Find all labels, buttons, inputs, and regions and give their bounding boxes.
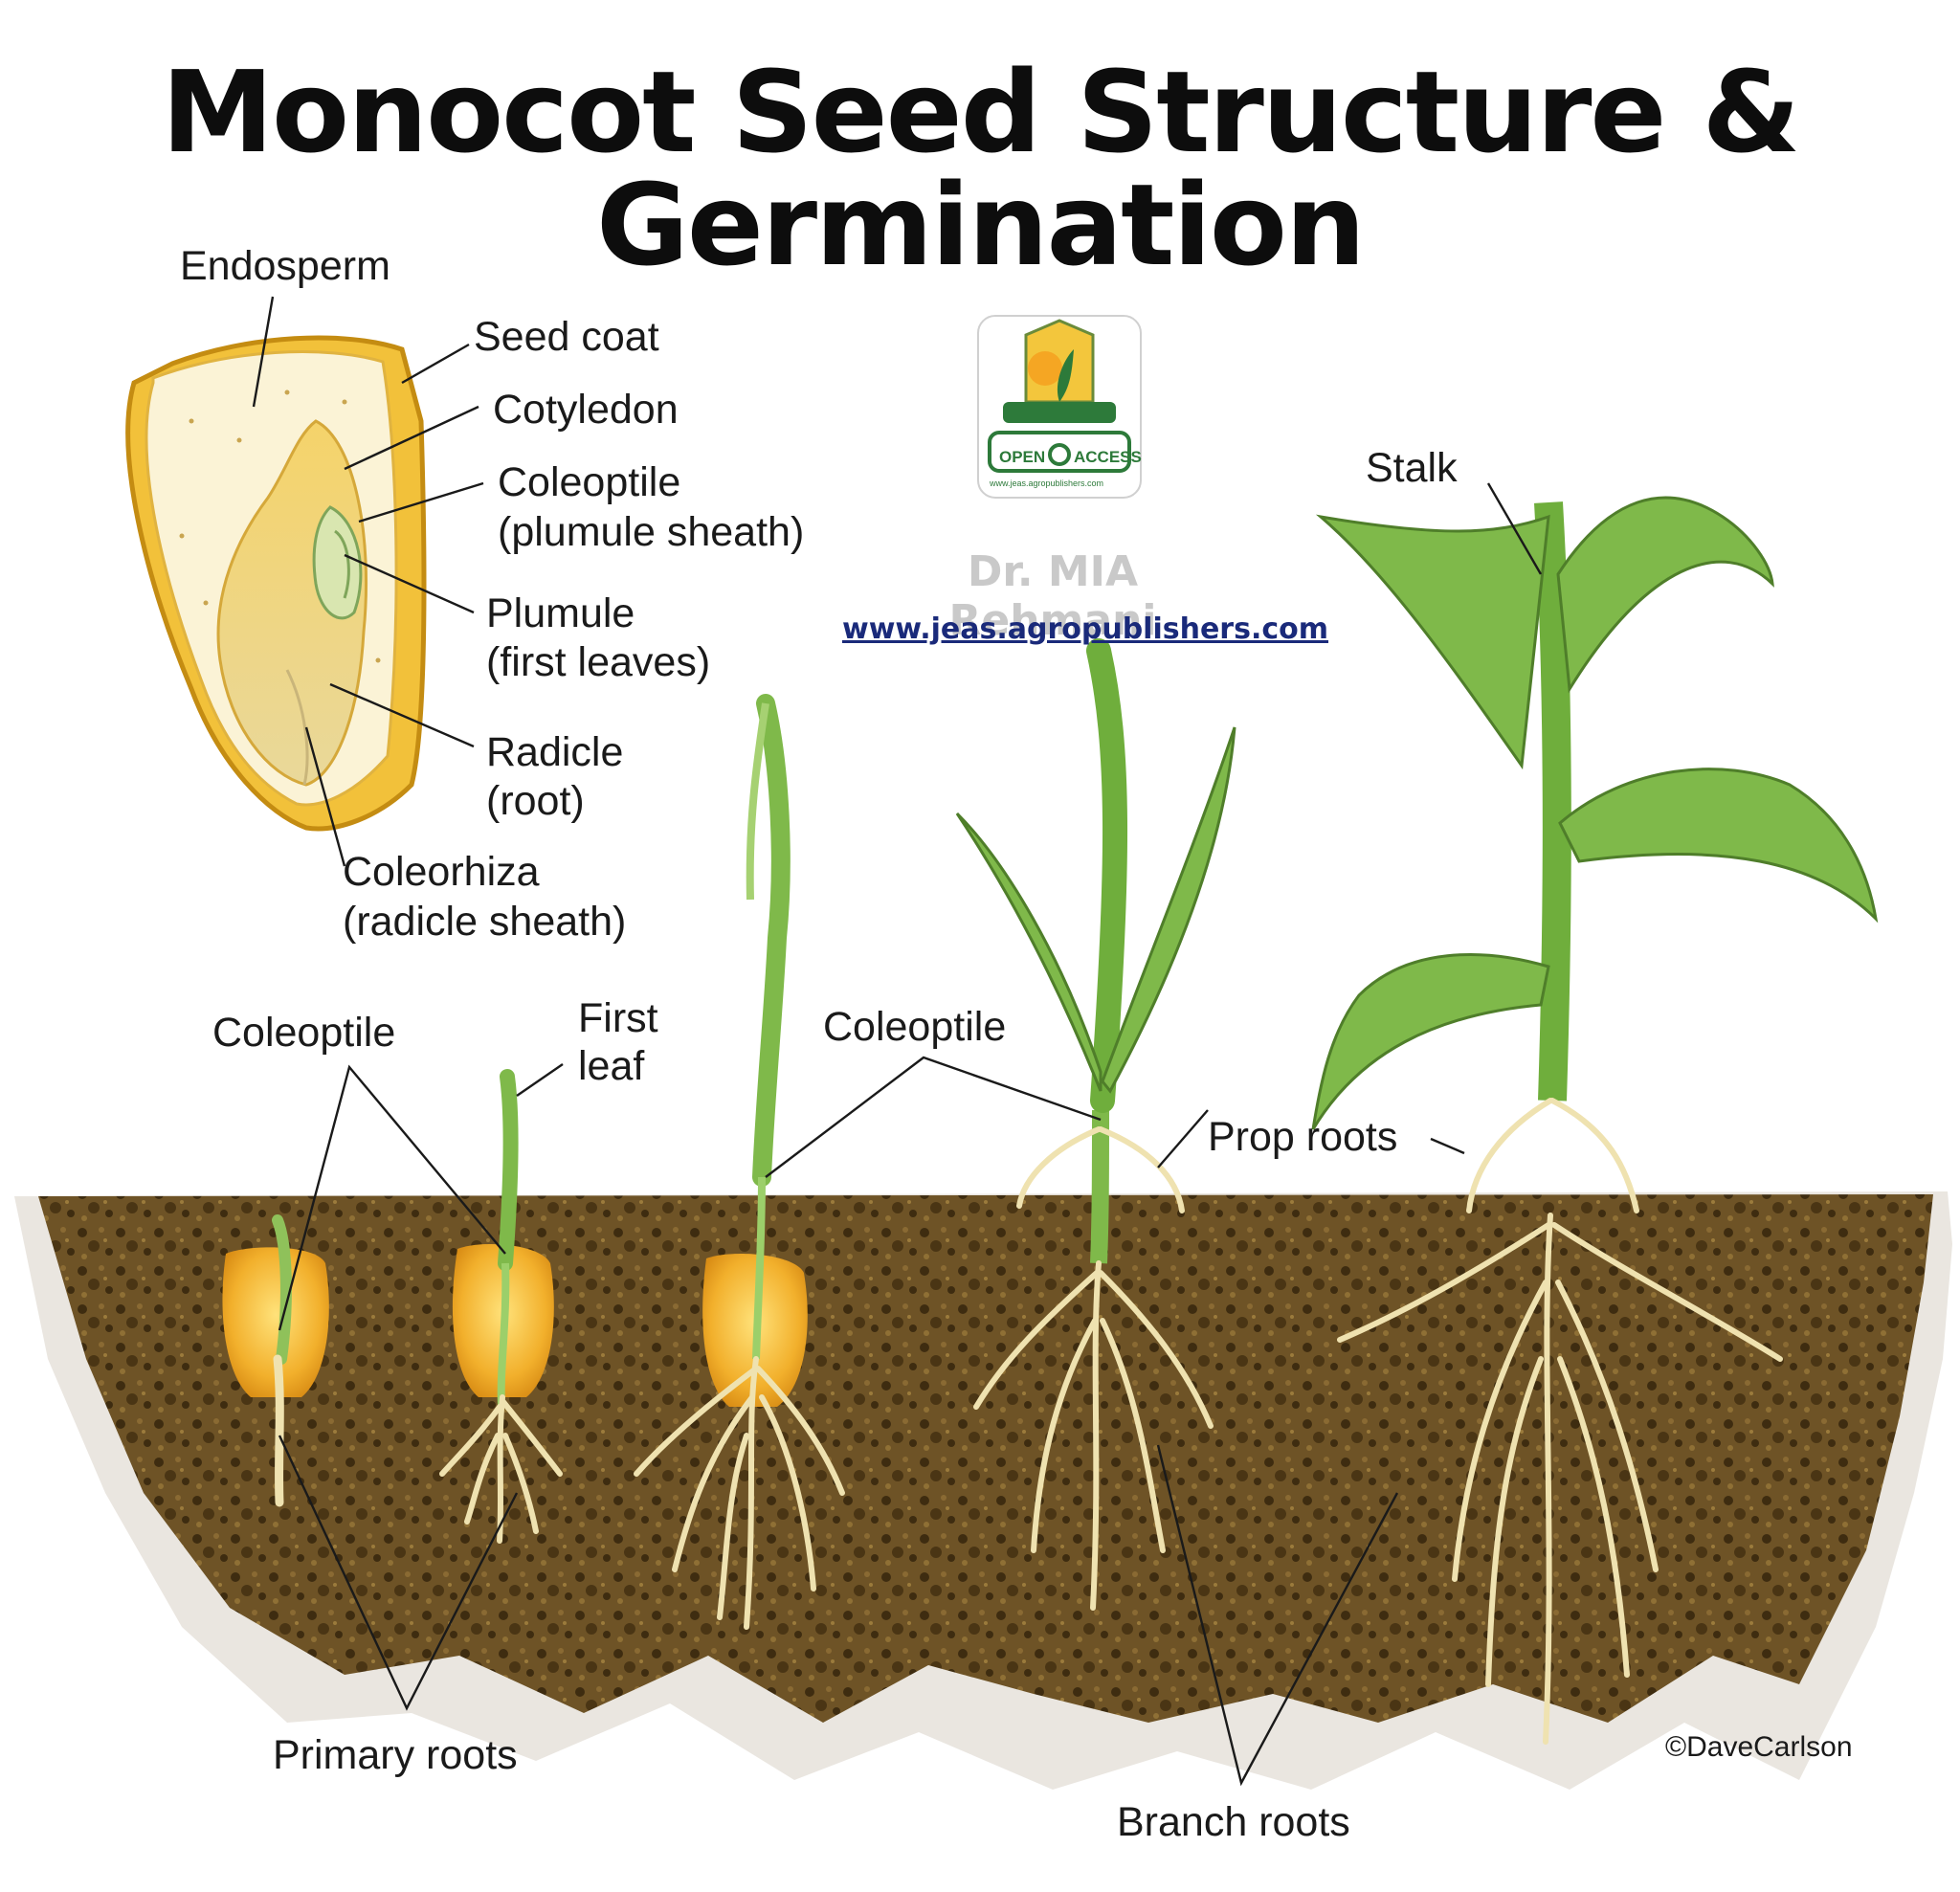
author-watermark: Dr. MIA Rehmani [948, 547, 1157, 645]
label-primary-roots: Primary roots [273, 1732, 518, 1778]
label-cotyledon: Cotyledon [493, 387, 679, 433]
journal-logo: OPEN ACCESS www.jeas.agropublishers.com [977, 315, 1142, 499]
label-first-leaf: First [578, 995, 658, 1041]
germination-stage-2 [439, 1069, 563, 1544]
label-coleorhiza: Coleorhiza [343, 849, 540, 895]
label-radicle: Radicle [486, 729, 623, 775]
label-coleoptile-mid: Coleoptile [823, 1004, 1006, 1050]
label-coleoptile-seed-sub: (plumule sheath) [498, 509, 804, 555]
label-plumule-sub: (first leaves) [486, 639, 710, 685]
label-prop-roots: Prop roots [1208, 1114, 1397, 1160]
label-endosperm: Endosperm [180, 243, 390, 289]
label-coleoptile-seed: Coleoptile [498, 459, 680, 505]
label-stalk: Stalk [1366, 445, 1458, 491]
label-radicle-sub: (root) [486, 778, 585, 824]
label-coleorhiza-sub: (radicle sheath) [343, 899, 626, 945]
label-seed-coat: Seed coat [474, 314, 659, 360]
logo-url-text: www.jeas.agropublishers.com [989, 479, 1103, 488]
logo-open-text: OPEN [999, 448, 1045, 466]
label-copyright: ©DaveCarlson [1665, 1731, 1853, 1763]
seed-cross-section [125, 335, 427, 832]
label-branch-roots: Branch roots [1117, 1799, 1350, 1845]
stage-leader-lines [278, 482, 1543, 1787]
germination-stage-4 [955, 638, 1236, 1611]
germination-stage-3 [634, 694, 845, 1630]
website-link[interactable]: www.jeas.agropublishers.com [842, 612, 1329, 646]
seed-leader-lines [252, 296, 484, 867]
open-access-lock-icon [1048, 443, 1071, 466]
page-title: Monocot Seed Structure & Germination [161, 46, 1801, 291]
label-coleoptile-left: Coleoptile [212, 1010, 395, 1056]
germination-stage-1 [222, 1214, 329, 1507]
logo-access-text: ACCESS [1074, 448, 1142, 466]
germination-stage-5 [1311, 496, 1879, 1745]
label-plumule: Plumule [486, 590, 635, 636]
label-first-leaf-sub: leaf [578, 1043, 645, 1089]
